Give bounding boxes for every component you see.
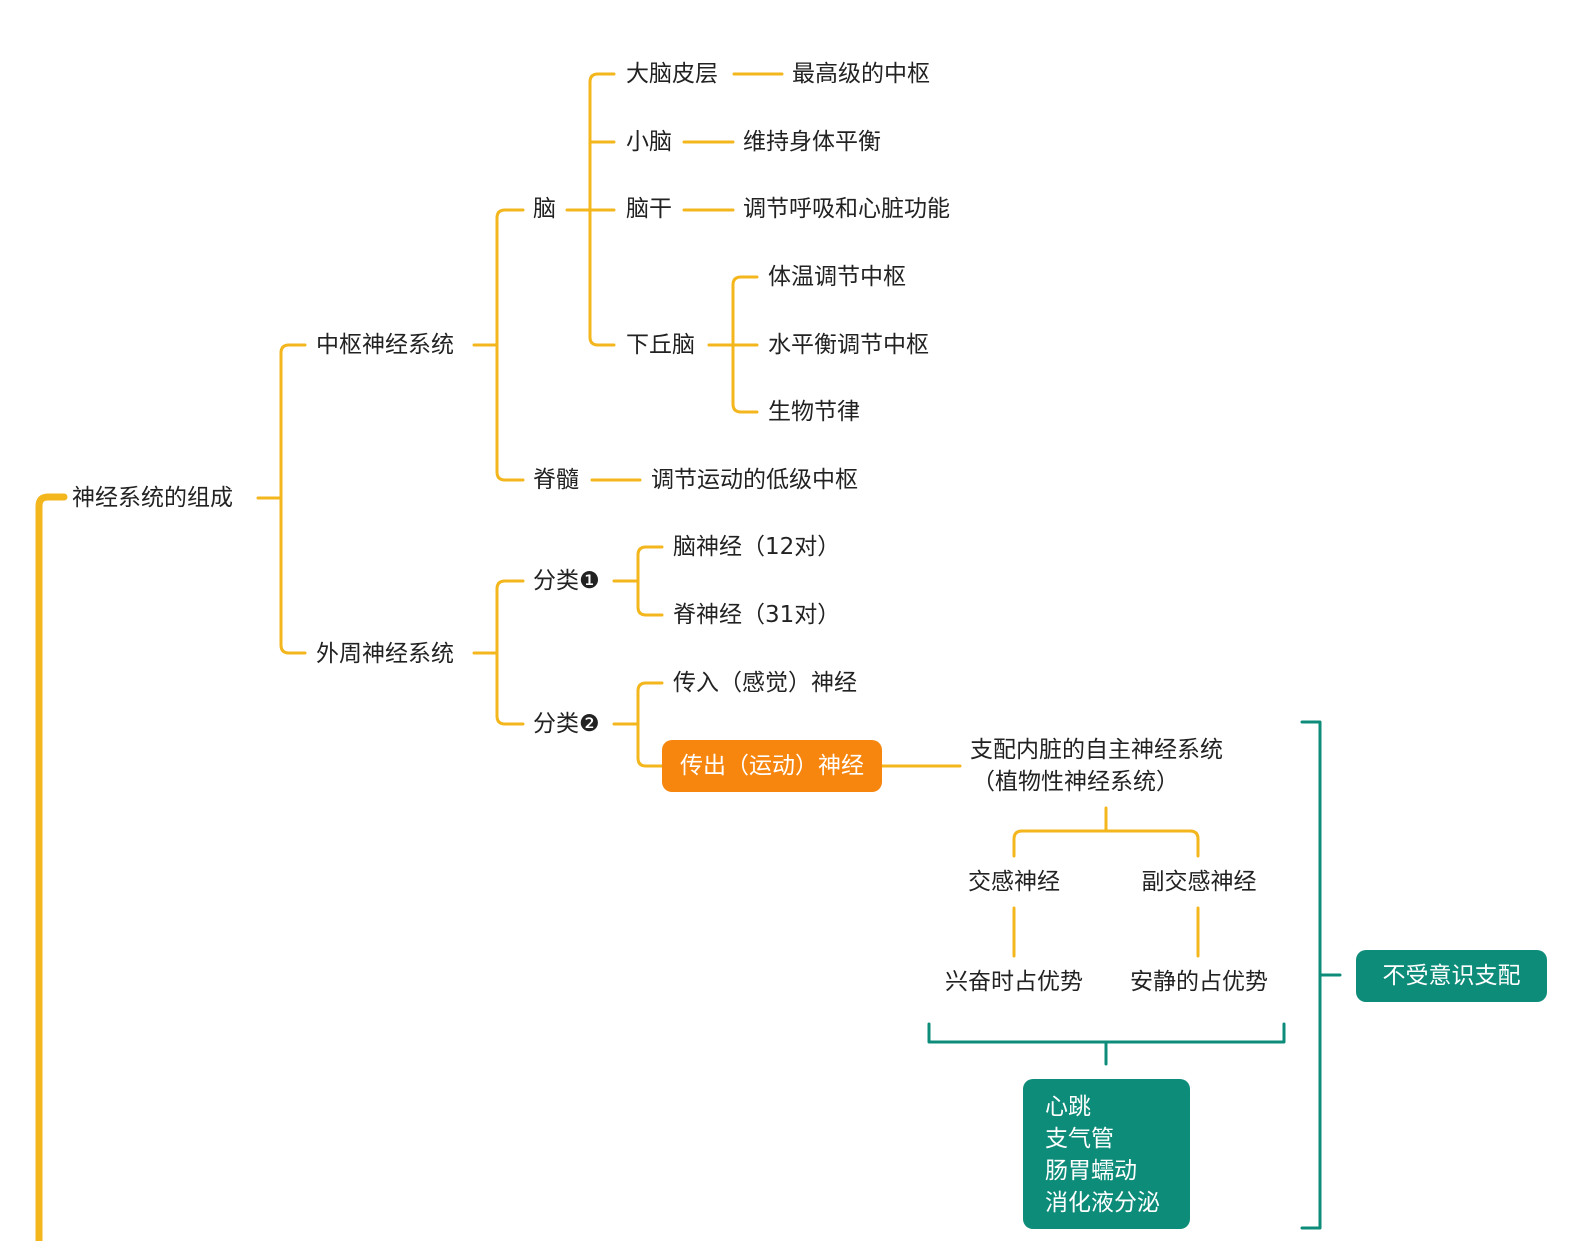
node-afferent: 传入（感觉）神经 (673, 670, 857, 696)
node-brainstem-desc: 调节呼吸和心脏功能 (743, 196, 950, 222)
node-spinal-cord: 脊髓 (533, 467, 579, 493)
node-cerebellum-desc: 维持身体平衡 (743, 129, 881, 155)
node-hypothalamus: 下丘脑 (626, 332, 695, 358)
node-sympathetic: 交感神经 (968, 869, 1060, 895)
node-hypothalamus-item: 体温调节中枢 (768, 264, 906, 290)
node-pns: 外周神经系统 (316, 641, 454, 667)
node-spinal-nerves: 脊神经（31对） (673, 602, 841, 628)
node-cranial-nerves: 脑神经（12对） (673, 534, 841, 560)
node-brain: 脑 (533, 196, 556, 222)
class1-bracket (636, 545, 664, 617)
node-efferent-highlight: 传出（运动）神经 (662, 740, 882, 792)
node-cortex: 大脑皮层 (626, 61, 718, 87)
node-brainstem: 脑干 (626, 196, 672, 222)
node-class1: 分类❶ (533, 568, 600, 594)
note-bracket (1300, 720, 1322, 1230)
class2-bracket (636, 681, 664, 768)
node-involuntary-note: 不受意识支配 (1356, 950, 1547, 1002)
targets-bracket (927, 1022, 1286, 1044)
target-item: 支气管 (1045, 1126, 1114, 1152)
cns-pns-bracket (279, 343, 307, 655)
node-sympathetic-desc: 兴奋时占优势 (945, 969, 1083, 995)
node-parasympathetic-desc: 安静的占优势 (1130, 969, 1268, 995)
node-autonomic: 支配内脏的自主神经系统 (970, 737, 1223, 763)
node-hypothalamus-item: 生物节律 (768, 399, 860, 425)
autonomic-split (1012, 829, 1200, 858)
node-targets-box: 心跳 支气管 肠胃蠕动 消化液分泌 (1023, 1079, 1190, 1229)
target-item: 肠胃蠕动 (1045, 1158, 1137, 1184)
node-parasympathetic: 副交感神经 (1141, 869, 1257, 895)
pns-class-bracket (495, 579, 525, 726)
brain-spinal-bracket (495, 208, 525, 482)
node-cns: 中枢神经系统 (316, 332, 454, 358)
root-spine-line (35, 493, 68, 1241)
target-item: 消化液分泌 (1045, 1190, 1160, 1216)
node-cerebellum: 小脑 (626, 129, 672, 155)
node-spinal-cord-desc: 调节运动的低级中枢 (651, 467, 858, 493)
node-class2: 分类❷ (533, 711, 600, 737)
target-item: 心跳 (1045, 1094, 1091, 1120)
node-hypothalamus-item: 水平衡调节中枢 (768, 332, 929, 358)
node-root: 神经系统的组成 (72, 485, 233, 511)
node-cortex-desc: 最高级的中枢 (792, 61, 930, 87)
node-autonomic-alt: （植物性神经系统） (972, 769, 1179, 795)
